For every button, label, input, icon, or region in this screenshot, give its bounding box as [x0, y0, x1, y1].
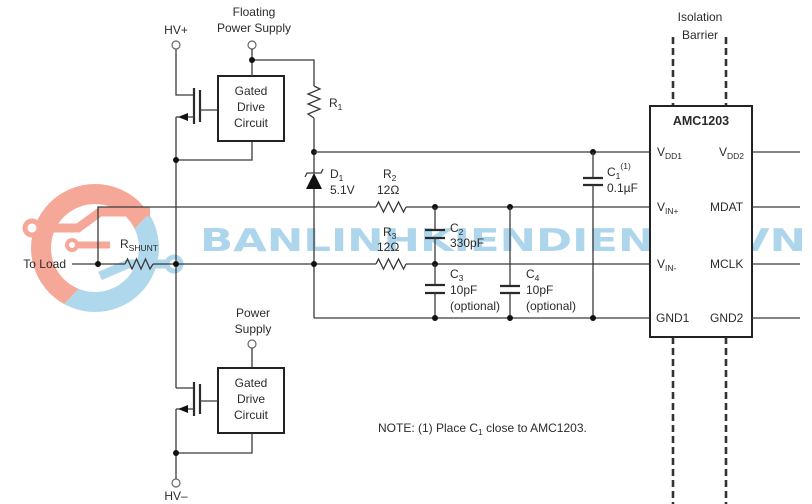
zener-cathode-bar	[304, 168, 324, 178]
r-shunt-resistor	[124, 257, 154, 271]
gated-drive-top-line2: Drive	[237, 100, 265, 114]
logo-dot-salmon-2	[65, 238, 79, 252]
pin-vdd2: VDD2	[719, 145, 744, 161]
isolation-label-2: Barrier	[682, 28, 718, 42]
pin-gnd1: GND1	[656, 311, 690, 325]
node	[173, 157, 179, 163]
power-supply-label-2: Supply	[235, 322, 272, 336]
logo-dot-salmon	[22, 218, 42, 238]
upper-drive-return-wire	[176, 141, 253, 161]
lower-drive-return-wire	[176, 433, 253, 454]
to-load-label: To Load	[23, 257, 66, 271]
note-text: NOTE: (1) Place C1 close to AMC1203.	[378, 421, 587, 437]
upper-mosfet-arrow-icon	[178, 113, 188, 121]
gated-drive-circuit-bottom	[217, 367, 285, 434]
zener-diode-icon	[306, 173, 322, 189]
node	[173, 450, 179, 456]
isolation-label-1: Isolation	[678, 10, 723, 24]
power-supply-terminal	[247, 339, 257, 349]
node	[95, 261, 101, 267]
c2-label: C2	[450, 221, 464, 237]
r2-value: 12Ω	[377, 183, 399, 197]
pin-vin-minus: VIN-	[657, 257, 677, 273]
chip-name: AMC1203	[673, 114, 729, 128]
c2-value: 330pF	[450, 236, 484, 250]
gated-drive-bottom-line3: Circuit	[234, 408, 269, 422]
r2-label: R2	[383, 167, 397, 183]
c1-label: C1(1)	[607, 161, 631, 181]
r1-label: R1	[329, 96, 343, 112]
node	[249, 57, 255, 63]
pin-mclk: MCLK	[710, 257, 743, 271]
lower-mosfet	[176, 382, 218, 416]
node	[432, 315, 438, 321]
c3-value: 10pF	[450, 283, 477, 297]
pin-vin-plus: VIN+	[657, 200, 679, 216]
amc1203-chip	[649, 105, 753, 338]
logo-trace-salmon	[34, 207, 150, 233]
hv-minus-label: HV–	[164, 489, 188, 503]
vin-plus-sense-wire	[97, 206, 376, 264]
hv-plus-wire	[175, 49, 194, 96]
node	[590, 315, 596, 321]
d1-value: 5.1V	[330, 183, 355, 197]
c3-label: C3	[450, 267, 464, 283]
node	[507, 315, 513, 321]
floating-supply-label-1: Floating	[233, 5, 276, 19]
c1-value: 0.1µF	[607, 181, 638, 195]
node	[173, 261, 179, 267]
gated-drive-top-line1: Gated	[235, 84, 268, 98]
c3-note: (optional)	[450, 299, 500, 313]
floating-supply-label-2: Power Supply	[217, 21, 291, 35]
r2-resistor	[375, 200, 407, 214]
c4-label: C4	[526, 267, 540, 283]
r1-resistor	[306, 85, 322, 119]
r3-resistor	[375, 257, 407, 271]
gated-drive-bottom-line2: Drive	[237, 392, 265, 406]
r3-label: R3	[383, 225, 397, 241]
d1-zener	[304, 168, 324, 189]
power-supply-label-1: Power	[236, 306, 270, 320]
hv-plus-label: HV+	[164, 23, 188, 37]
gated-drive-circuit-top	[217, 75, 285, 142]
hv-plus-terminal	[171, 40, 181, 50]
upper-mosfet	[175, 49, 218, 124]
node	[311, 261, 317, 267]
d1-label: D1	[330, 167, 344, 183]
pin-gnd2: GND2	[710, 311, 744, 325]
r1-feed-wire	[252, 59, 315, 86]
pin-vdd1: VDD1	[657, 145, 682, 161]
hv-minus-terminal	[171, 478, 181, 488]
pin-mdat: MDAT	[710, 200, 744, 214]
lower-mosfet-arrow-icon	[178, 405, 188, 413]
gated-drive-bottom-line1: Gated	[235, 376, 268, 390]
floating-supply-terminal	[247, 40, 257, 50]
c4-value: 10pF	[526, 283, 553, 297]
r3-value: 12Ω	[377, 240, 399, 254]
gated-drive-top-line3: Circuit	[234, 116, 269, 130]
r-shunt-label: RSHUNT	[120, 237, 158, 253]
c4-note: (optional)	[526, 299, 576, 313]
